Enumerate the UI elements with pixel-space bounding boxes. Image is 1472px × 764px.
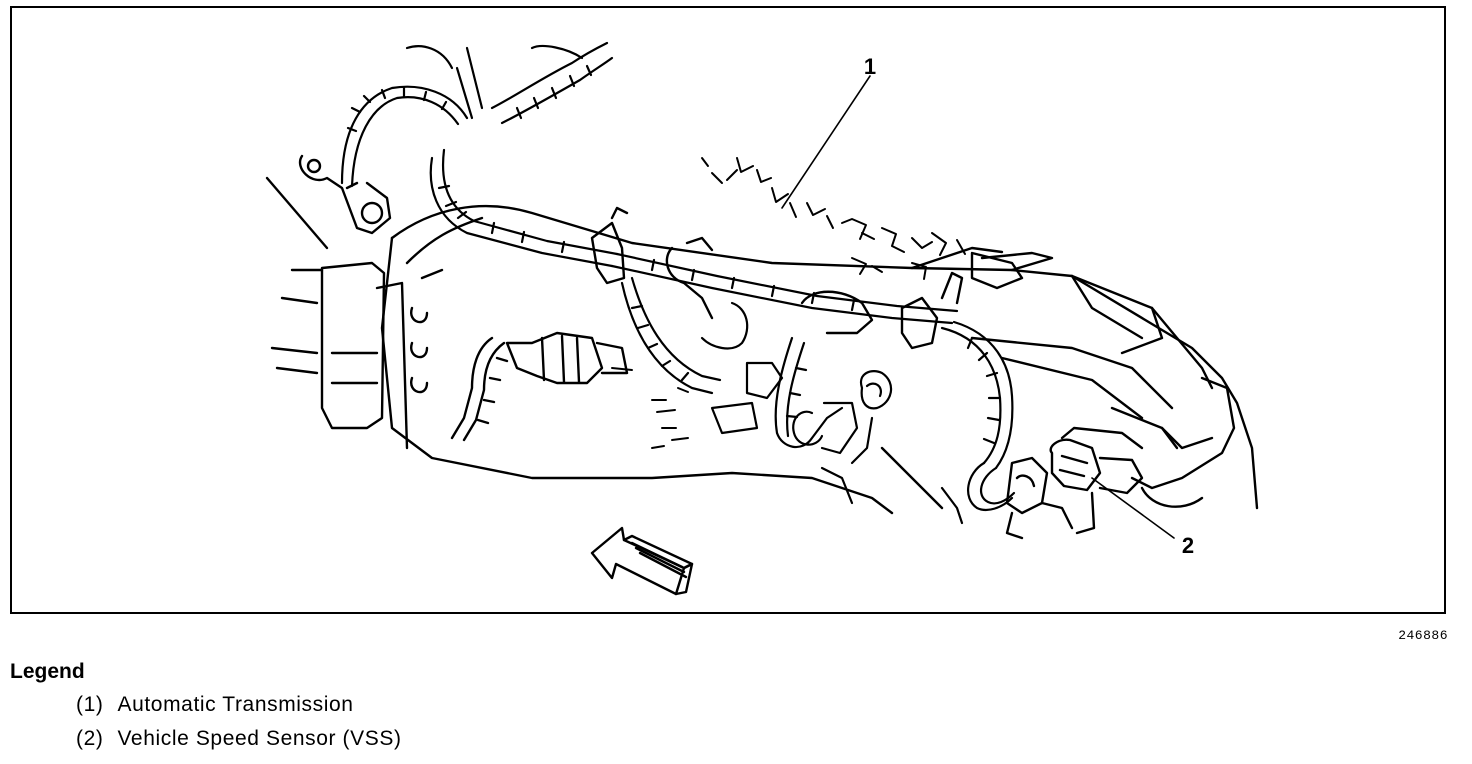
diagram-frame: 1 2 (10, 6, 1446, 614)
figure-id: 246886 (1398, 628, 1448, 643)
legend-item: (1) Automatic Transmission (76, 688, 402, 722)
harness-clamps (590, 206, 1024, 350)
leader-line-2 (1091, 477, 1175, 539)
legend-title: Legend (10, 660, 85, 683)
legend-item-number: (2) (76, 727, 104, 750)
legend-item-number: (1) (76, 693, 104, 716)
transmission-housing (380, 204, 1259, 515)
vss-harness-branch (940, 320, 1016, 525)
left-connector (450, 331, 629, 442)
direction-arrow-icon (590, 526, 694, 596)
leader-line-1 (781, 75, 871, 209)
legend-item-label: Automatic Transmission (117, 693, 354, 716)
leader-lines (781, 75, 1175, 539)
mount-bracket (298, 154, 392, 235)
lower-harness-branch (620, 276, 893, 505)
legend-item-label: Vehicle Speed Sensor (VSS) (117, 727, 402, 750)
callout-label-2: 2 (1182, 533, 1194, 558)
vehicle-speed-sensor (1005, 426, 1144, 540)
case-detail-marks (611, 157, 966, 449)
legend-item: (2) Vehicle Speed Sensor (VSS) (76, 722, 402, 756)
transmission-diagram: 1 2 (265, 41, 1259, 596)
legend-list: (1) Automatic Transmission (2) Vehicle Spe… (76, 688, 402, 756)
callout-label-1: 1 (864, 54, 876, 79)
bell-housing (265, 176, 484, 450)
